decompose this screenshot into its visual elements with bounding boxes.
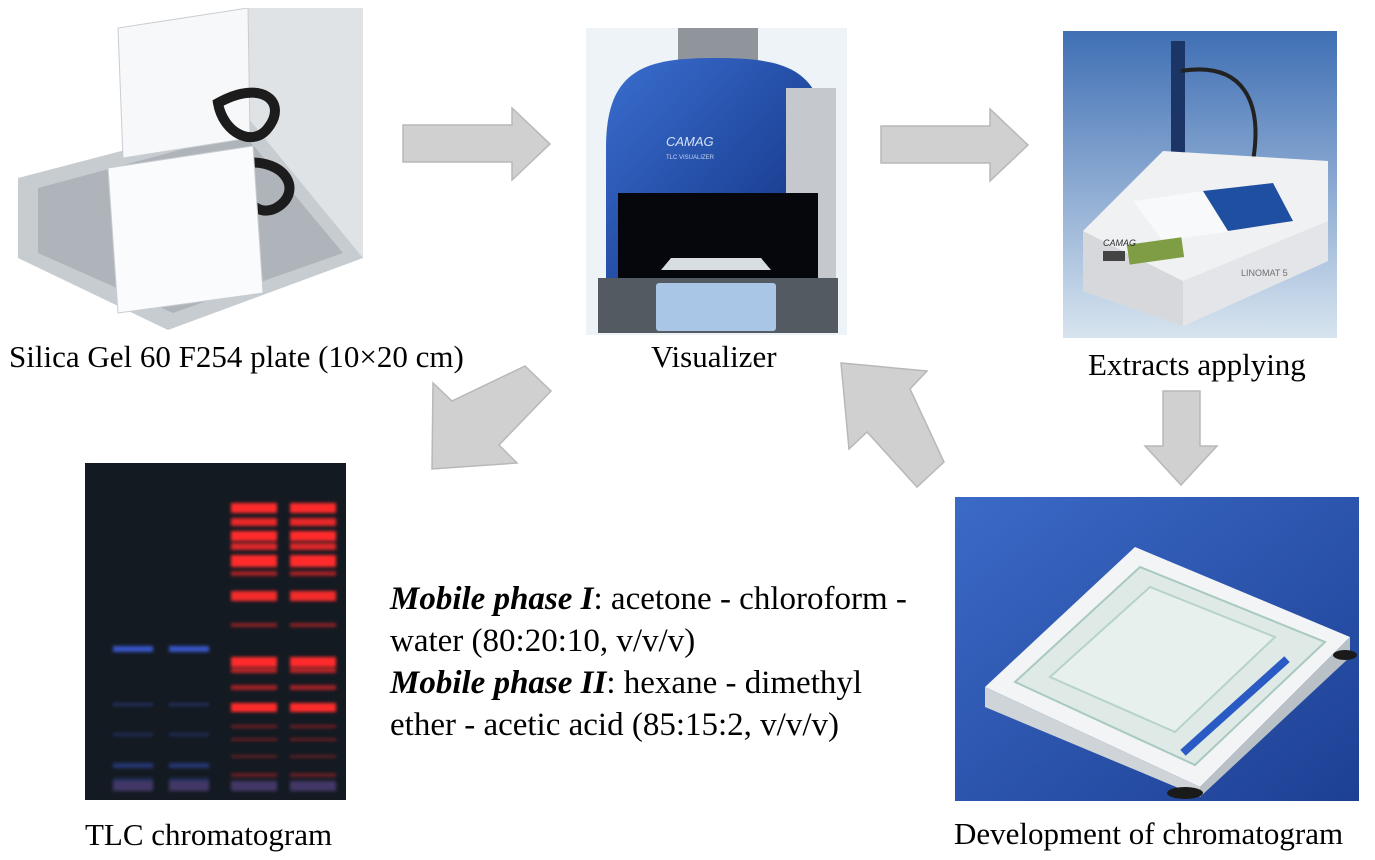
applicator-model-label: LINOMAT 5: [1241, 268, 1288, 278]
mobile-phase-2-desc-2: ether - acetic acid (85:15:2, v/v/v): [390, 707, 839, 743]
mobile-phase-2-line-1: Mobile phase II: hexane - dimethyl: [390, 662, 950, 704]
mobile-phase-1-line-1: Mobile phase I: acetone - chloroform -: [390, 578, 950, 620]
tlc-band-lane-3-15: [231, 755, 277, 758]
tlc-band-lane-1-3: [113, 733, 153, 736]
mobile-phase-1-desc-1: : acetone - chloroform -: [593, 581, 907, 617]
silica-plate-image: [18, 8, 366, 330]
visualizer-brand-label: CAMAG: [666, 134, 714, 149]
tlc-band-lane-3-14: [231, 738, 277, 741]
applicator-brand-label: CAMAG: [1103, 238, 1136, 248]
tlc-band-lane-4-7: [290, 591, 336, 601]
development-caption: Development of chromatogram: [954, 816, 1344, 851]
development-chamber-illustration: [955, 497, 1359, 801]
tlc-band-lane-2-2: [169, 703, 209, 706]
tlc-band-lane-3-1: [231, 503, 277, 513]
visualizer-image: CAMAG TLC VISUALIZER: [586, 28, 847, 335]
mobile-phase-2-desc-1: : hexane - dimethyl: [606, 665, 863, 701]
applicator-device-illustration: LINOMAT 5 CAMAG: [1063, 31, 1337, 338]
tlc-band-lane-1-1: [113, 646, 153, 652]
visualizer-caption: Visualizer: [651, 339, 777, 374]
tlc-band-lane-4-4: [290, 543, 336, 550]
plate-caption: Silica Gel 60 F254 plate (10×20 cm): [9, 339, 464, 374]
tlc-band-lane-4-13: [290, 725, 336, 728]
tlc-band-lane-4-16: [290, 773, 336, 777]
tlc-band-lane-3-13: [231, 725, 277, 728]
mobile-phase-2-name: Mobile phase II: [390, 665, 607, 701]
tlc-plate-illustration: [85, 463, 346, 800]
tlc-band-lane-4-9: [290, 657, 336, 667]
tlc-band-lane-4-15: [290, 755, 336, 758]
tlc-band-lane-2-1: [169, 646, 209, 652]
tlc-band-lane-3-8: [231, 623, 277, 627]
development-chamber-image: [955, 497, 1359, 801]
tlc-origin-spot-lane-1: [113, 781, 153, 791]
tlc-band-lane-4-10: [290, 668, 336, 673]
tlc-origin-spot-lane-4: [290, 781, 336, 791]
tlc-band-lane-4-2: [290, 518, 336, 526]
tlc-band-lane-4-3: [290, 531, 336, 541]
tlc-band-lane-4-14: [290, 738, 336, 741]
silica-plate-illustration: [18, 8, 366, 330]
mobile-phase-1-desc-2: water (80:20:10, v/v/v): [390, 623, 696, 659]
tlc-band-lane-4-5: [290, 555, 336, 567]
tlc-chromatogram-image: [85, 463, 346, 800]
tlc-band-lane-4-6: [290, 571, 336, 576]
tlc-band-lane-4-1: [290, 503, 336, 513]
applicator-image: LINOMAT 5 CAMAG: [1063, 31, 1337, 338]
arrow-visualizer-to-chromatogram: [431, 365, 553, 470]
tlc-band-lane-4-11: [290, 685, 336, 690]
tlc-band-lane-3-2: [231, 518, 277, 526]
tlc-band-lane-2-5: [169, 778, 209, 781]
chromatogram-caption: TLC chromatogram: [85, 817, 333, 852]
tlc-band-lane-4-8: [290, 623, 336, 627]
mobile-phase-1-name: Mobile phase I: [390, 581, 594, 617]
tlc-band-lane-2-3: [169, 733, 209, 736]
tlc-band-lane-4-12: [290, 703, 336, 712]
mobile-phase-description: Mobile phase I: acetone - chloroform - w…: [390, 578, 950, 746]
applying-caption: Extracts applying: [1088, 347, 1306, 382]
arrow-applying-to-development: [1143, 390, 1219, 487]
tlc-band-lane-1-5: [113, 778, 153, 781]
tlc-band-lane-3-9: [231, 657, 277, 667]
visualizer-device-illustration: CAMAG TLC VISUALIZER: [598, 28, 838, 333]
tlc-band-lane-1-2: [113, 703, 153, 706]
arrow-visualizer-to-applying: [880, 107, 1030, 183]
tlc-band-lane-3-5: [231, 555, 277, 567]
arrow-development-to-visualizer: [840, 362, 945, 489]
tlc-band-lane-3-3: [231, 531, 277, 541]
tlc-band-lane-3-4: [231, 543, 277, 550]
tlc-origin-spot-lane-3: [231, 781, 277, 791]
tlc-band-lane-3-7: [231, 591, 277, 601]
visualizer-model-label: TLC VISUALIZER: [666, 155, 715, 161]
tlc-band-lane-3-16: [231, 773, 277, 777]
tlc-origin-spot-lane-2: [169, 781, 209, 791]
plate-background: [85, 463, 346, 800]
tlc-band-lane-2-4: [169, 763, 209, 768]
tlc-band-lane-3-6: [231, 571, 277, 576]
tlc-band-lane-1-4: [113, 763, 153, 768]
tlc-band-lane-3-12: [231, 703, 277, 712]
tlc-band-lane-3-11: [231, 685, 277, 690]
arrow-plate-to-visualizer: [402, 106, 552, 182]
tlc-band-lane-3-10: [231, 668, 277, 673]
